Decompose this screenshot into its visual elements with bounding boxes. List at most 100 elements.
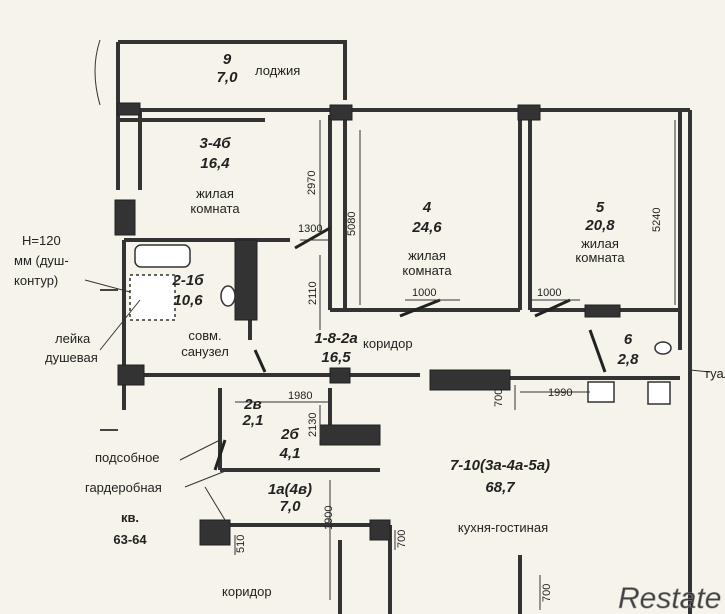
main-walls xyxy=(100,108,692,614)
toilet-icon xyxy=(654,341,672,355)
dimension-label: 2970 xyxy=(306,171,318,195)
room-corridor-2: 1а(4в) 7,0 коридор xyxy=(222,481,312,599)
apartment-label: кв. 63-64 xyxy=(113,510,147,547)
dimension-label: 700 xyxy=(396,530,408,548)
pier xyxy=(234,239,258,321)
room-area: 2,1 xyxy=(242,412,264,429)
door xyxy=(399,298,441,318)
dimension-label: 1300 xyxy=(298,223,322,235)
pier xyxy=(319,424,381,446)
fixtures xyxy=(129,244,672,405)
room-number: 2б xyxy=(280,426,299,443)
pier xyxy=(117,102,141,116)
dimension-label: 5240 xyxy=(651,208,663,232)
note-line: лейка xyxy=(55,331,91,346)
stove-icon xyxy=(587,381,615,403)
pier xyxy=(199,519,231,546)
room-area: 7,0 xyxy=(217,69,239,86)
room-name: лоджия xyxy=(255,63,300,78)
room-area: 24,6 xyxy=(411,219,442,236)
dimension-lines xyxy=(234,120,676,610)
room-name: санузел xyxy=(181,344,229,359)
room-area: 16,4 xyxy=(200,155,230,172)
room-living-3: 5 20,8 жилая комната xyxy=(575,199,625,265)
bathtub-icon xyxy=(134,244,191,268)
pier xyxy=(517,104,541,121)
room-number: 3-4б xyxy=(200,135,232,152)
dimension-label: 1000 xyxy=(412,287,436,299)
pier xyxy=(329,367,351,384)
room-number: 2в xyxy=(243,396,261,413)
room-corridor-1: 1-8-2а 16,5 коридор xyxy=(314,330,412,366)
dimension-label: 1980 xyxy=(288,390,312,402)
room-name: подсобное xyxy=(95,450,160,465)
watering-can-note: лейка душевая xyxy=(45,331,98,365)
shower-note: Н=120 мм (душ- контур) xyxy=(14,233,69,288)
shower-tray xyxy=(129,274,176,321)
room-number: 2-1б xyxy=(172,272,205,289)
apartment-number: 63-64 xyxy=(113,532,147,547)
dimension-label: 2130 xyxy=(307,413,319,437)
room-area: 10,6 xyxy=(173,292,203,309)
room-wardrobe: 2б 4,1 гардеробная xyxy=(85,426,300,495)
toilet-icon xyxy=(220,285,236,307)
door xyxy=(253,349,267,373)
room-living-1: 3-4б 16,4 жилая комната xyxy=(190,135,240,216)
room-area: 20,8 xyxy=(584,217,615,234)
sink-icon xyxy=(647,381,671,405)
dimension-label: 1990 xyxy=(548,387,572,399)
room-name: гардеробная xyxy=(85,480,162,495)
room-number: 7-10(3а-4а-5а) xyxy=(450,457,550,474)
room-name: туалет xyxy=(704,366,725,381)
room-loggia: 9 7,0 лоджия xyxy=(217,51,301,86)
room-name: жилая xyxy=(581,236,619,251)
room-area: 4,1 xyxy=(279,445,301,462)
watermark-logo: Restate xyxy=(618,582,721,614)
room-area: 16,5 xyxy=(321,349,351,366)
room-number: 1-8-2а xyxy=(314,330,357,347)
dimension-label: 700 xyxy=(493,389,505,407)
room-toilet: 6 2,8 туалет xyxy=(617,331,725,381)
door xyxy=(294,226,331,250)
room-number: 5 xyxy=(596,199,605,216)
apartment-prefix: кв. xyxy=(121,510,139,525)
room-name: комната xyxy=(402,263,452,278)
room-bathroom: 2-1б 10,6 совм. санузел xyxy=(172,272,229,359)
dimension-label: 700 xyxy=(541,584,553,602)
note-line: душевая xyxy=(45,350,98,365)
room-area: 68,7 xyxy=(485,479,515,496)
room-number: 1а(4в) xyxy=(268,481,312,498)
wall-piers xyxy=(114,102,621,546)
pier xyxy=(429,369,511,391)
room-name: совм. xyxy=(188,328,221,343)
room-name: кухня-гостиная xyxy=(458,520,548,535)
room-name: комната xyxy=(575,250,625,265)
dimension-label: 510 xyxy=(235,535,247,553)
room-living-2: 4 24,6 жилая комната xyxy=(402,199,452,278)
door xyxy=(588,329,607,373)
room-name: коридор xyxy=(222,584,272,599)
room-number: 4 xyxy=(422,199,432,216)
door xyxy=(213,439,227,471)
room-kitchen-living: 7-10(3а-4а-5а) 68,7 кухня-гостиная xyxy=(450,457,550,535)
dimension-label: 5080 xyxy=(346,212,358,236)
pier xyxy=(329,104,353,121)
room-name: жилая xyxy=(408,248,446,263)
leader-lines xyxy=(84,279,711,521)
loggia-walls xyxy=(94,39,347,108)
pier xyxy=(114,199,136,236)
pier xyxy=(369,519,391,541)
pier xyxy=(117,364,145,386)
room-utility: 2в 2,1 подсобное xyxy=(95,396,263,465)
note-line: мм (душ- xyxy=(14,253,69,268)
dimension-labels: 2970 5080 5240 1300 2110 1000 1000 1980 … xyxy=(235,171,663,602)
room-name: коридор xyxy=(363,336,413,351)
room-number: 6 xyxy=(624,331,633,348)
door xyxy=(534,298,571,318)
room-area: 7,0 xyxy=(280,498,302,515)
dimension-label: 1900 xyxy=(323,506,335,530)
pier xyxy=(584,304,621,318)
dimension-label: 1000 xyxy=(537,287,561,299)
room-area: 2,8 xyxy=(617,351,640,368)
